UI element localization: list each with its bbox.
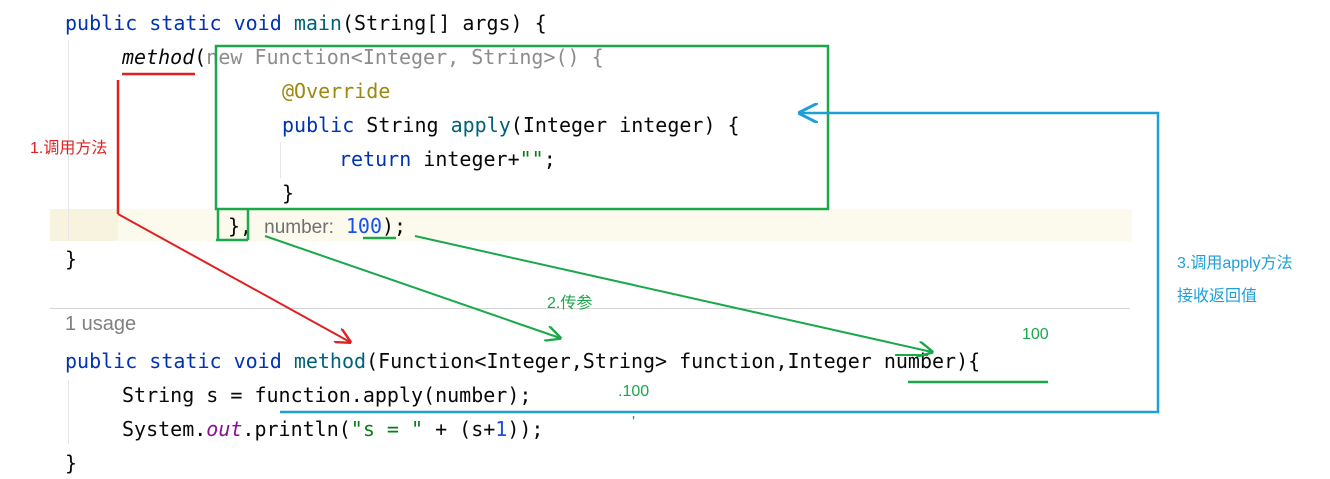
indent-guide [68,40,69,240]
tick-mark: ' [632,414,636,431]
code-line-method-call[interactable]: method(new Function<Integer, String>() { [122,45,604,69]
step1-label: 1.调用方法 [30,140,108,157]
indent-guide [280,142,281,178]
code-line-override[interactable]: @Override [282,79,391,103]
step3-label-line2: 接收返回值 [1177,288,1258,305]
call-method-arrow [117,213,350,342]
pass-function-arrow [264,235,560,338]
code-line-main-signature[interactable]: public static void main(String[] args) { [65,11,547,35]
code-line-return[interactable]: return integer+""; [339,147,556,171]
value-100-label: 100 [1022,326,1049,343]
parameter-hint: number: [264,217,334,238]
indent-guide [68,380,69,444]
code-line-println[interactable]: System.out.println("s = " + (s+1)); [122,417,544,441]
value-100-inline: .100 [618,383,650,400]
code-line-method-signature[interactable]: public static void method(Function<Integ… [65,349,981,373]
current-line-highlight [50,209,1132,241]
pass-number-arrow [414,235,932,352]
code-line-apply-signature[interactable]: public String apply(Integer integer) { [282,113,740,137]
step2-label: 2.传参 [547,295,593,312]
code-line-string-assign[interactable]: String s = function.apply(number); [122,383,532,407]
code-line-main-close[interactable]: } [65,247,78,271]
step3-label-line1: 3.调用apply方法 [1177,255,1293,272]
usage-hint[interactable]: 1 usage [65,313,137,335]
anonymous-class-box [214,44,830,211]
code-line-apply-close[interactable]: } [282,181,295,205]
apply-return-path [280,113,1160,414]
current-line-gutter-highlight [50,209,118,241]
method-separator [50,308,1130,309]
code-line-method-close[interactable]: } [65,451,78,475]
code-line-call-end[interactable]: }, number: 100); [228,214,407,238]
